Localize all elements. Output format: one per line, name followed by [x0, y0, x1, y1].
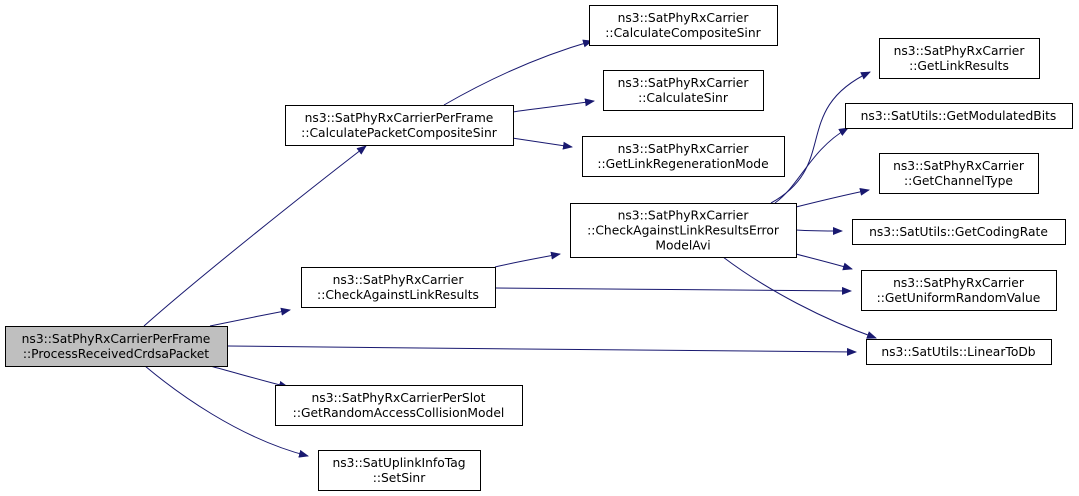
node-label-line: ns3::SatPhyRxCarrier	[618, 142, 750, 156]
node-box	[301, 267, 496, 308]
edge-avi-to-coding-rate	[795, 226, 843, 235]
node-box	[861, 270, 1057, 311]
edge-check-lr-to-check-avi	[494, 251, 561, 268]
node-chan-type[interactable]: ns3::SatPhyRxCarrier::GetChannelType	[879, 153, 1039, 194]
edge-avi-to-uniform	[795, 253, 853, 271]
node-box	[5, 326, 228, 367]
node-label-line: ns3::SatUtils::GetCodingRate	[869, 225, 1048, 239]
node-label-line: ::GetChannelType	[904, 174, 1013, 188]
node-coding-rate[interactable]: ns3::SatUtils::GetCodingRate	[852, 219, 1066, 245]
node-check-avi[interactable]: ns3::SatPhyRxCarrier::CheckAgainstLinkRe…	[570, 203, 797, 258]
node-root[interactable]: ns3::SatPhyRxCarrierPerFrame::ProcessRec…	[5, 326, 228, 367]
edge-avi-to-linear-db	[722, 256, 877, 339]
nodes-layer: ns3::SatPhyRxCarrierPerFrame::ProcessRec…	[5, 5, 1073, 491]
edge-check-lr-to-uniform	[494, 286, 852, 295]
edges-layer	[143, 39, 877, 458]
node-calc-pkt[interactable]: ns3::SatPhyRxCarrierPerFrame::CalculateP…	[285, 105, 514, 146]
node-set-sinr[interactable]: ns3::SatUplinkInfoTag::SetSinr	[318, 450, 481, 491]
edge-root-to-calc-pkt	[143, 145, 367, 327]
node-linear-db[interactable]: ns3::SatUtils::LinearToDb	[866, 339, 1052, 365]
node-calc-comp[interactable]: ns3::SatPhyRxCarrier::CalculateComposite…	[589, 5, 778, 46]
node-label-line: ns3::SatUtils::GetModulatedBits	[861, 109, 1057, 123]
node-label-line: ns3::SatPhyRxCarrier	[618, 76, 750, 90]
edge-calc-pkt-to-regen	[511, 137, 573, 150]
node-box	[285, 105, 514, 146]
node-label-line: ns3::SatPhyRxCarrier	[893, 276, 1025, 290]
node-label-line: ns3::SatPhyRxCarrier	[893, 159, 1025, 173]
node-label-line: ::CheckAgainstLinkResultsError	[587, 224, 780, 238]
node-box	[275, 385, 523, 426]
node-label-line: ns3::SatPhyRxCarrierPerFrame	[305, 111, 494, 125]
node-box	[589, 5, 778, 46]
node-label-line: ::CalculateSinr	[638, 91, 729, 105]
node-box	[603, 70, 764, 111]
node-label-line: ::SetSinr	[373, 471, 426, 485]
node-box	[879, 153, 1039, 194]
edge-root-to-set-sinr	[144, 365, 309, 458]
node-check-lr[interactable]: ns3::SatPhyRxCarrier::CheckAgainstLinkRe…	[301, 267, 496, 308]
node-label-line: ns3::SatPhyRxCarrier	[618, 11, 750, 25]
node-get-lr[interactable]: ns3::SatPhyRxCarrier::GetLinkResults	[879, 38, 1040, 79]
node-label-line: ns3::SatPhyRxCarrierPerSlot	[312, 391, 486, 405]
node-label-line: ::GetLinkRegenerationMode	[597, 157, 768, 171]
node-box	[845, 103, 1073, 129]
node-label-line: ns3::SatUplinkInfoTag	[332, 456, 465, 470]
node-mod-bits[interactable]: ns3::SatUtils::GetModulatedBits	[845, 103, 1073, 129]
edge-calc-pkt-to-calc-comp	[443, 39, 593, 106]
node-label-line: ns3::SatPhyRxCarrier	[618, 209, 750, 223]
node-label-line: ::GetRandomAccessCollisionModel	[293, 406, 505, 420]
edge-root-to-linear-db	[227, 345, 857, 356]
node-calc-sinr[interactable]: ns3::SatPhyRxCarrier::CalculateSinr	[603, 70, 764, 111]
edge-avi-to-mod-bits	[774, 127, 849, 204]
node-box	[852, 219, 1066, 245]
node-regen[interactable]: ns3::SatPhyRxCarrier::GetLinkRegeneratio…	[582, 136, 785, 177]
node-box	[879, 38, 1040, 79]
node-label-line: ::CalculateCompositeSinr	[605, 26, 761, 40]
edge-avi-to-get-lr	[770, 71, 871, 204]
node-label-line: ::ProcessReceivedCrdsaPacket	[23, 347, 209, 361]
node-rand-coll[interactable]: ns3::SatPhyRxCarrierPerSlot::GetRandomAc…	[275, 385, 523, 426]
node-label-line: ns3::SatPhyRxCarrier	[894, 44, 1026, 58]
node-label-line: ns3::SatPhyRxCarrier	[333, 273, 465, 287]
node-box	[318, 450, 481, 491]
node-box	[866, 339, 1052, 365]
node-label-line: ::GetLinkResults	[909, 59, 1009, 73]
edge-root-to-check-lr	[209, 307, 291, 327]
node-label-line: ::CheckAgainstLinkResults	[317, 288, 479, 302]
edge-calc-pkt-to-calc-sinr	[511, 98, 595, 113]
node-label-line: ns3::SatPhyRxCarrierPerFrame	[22, 332, 211, 346]
node-label-line: ModelAvi	[655, 239, 710, 253]
node-box	[570, 203, 797, 258]
edge-avi-to-chan-type	[795, 187, 870, 208]
node-label-line: ::GetUniformRandomValue	[877, 291, 1041, 305]
node-box	[582, 136, 785, 177]
edge-root-to-rand-coll	[209, 365, 289, 389]
node-label-line: ::CalculatePacketCompositeSinr	[301, 126, 498, 140]
node-uniform-rand[interactable]: ns3::SatPhyRxCarrier::GetUniformRandomVa…	[861, 270, 1057, 311]
node-label-line: ns3::SatUtils::LinearToDb	[881, 345, 1035, 359]
